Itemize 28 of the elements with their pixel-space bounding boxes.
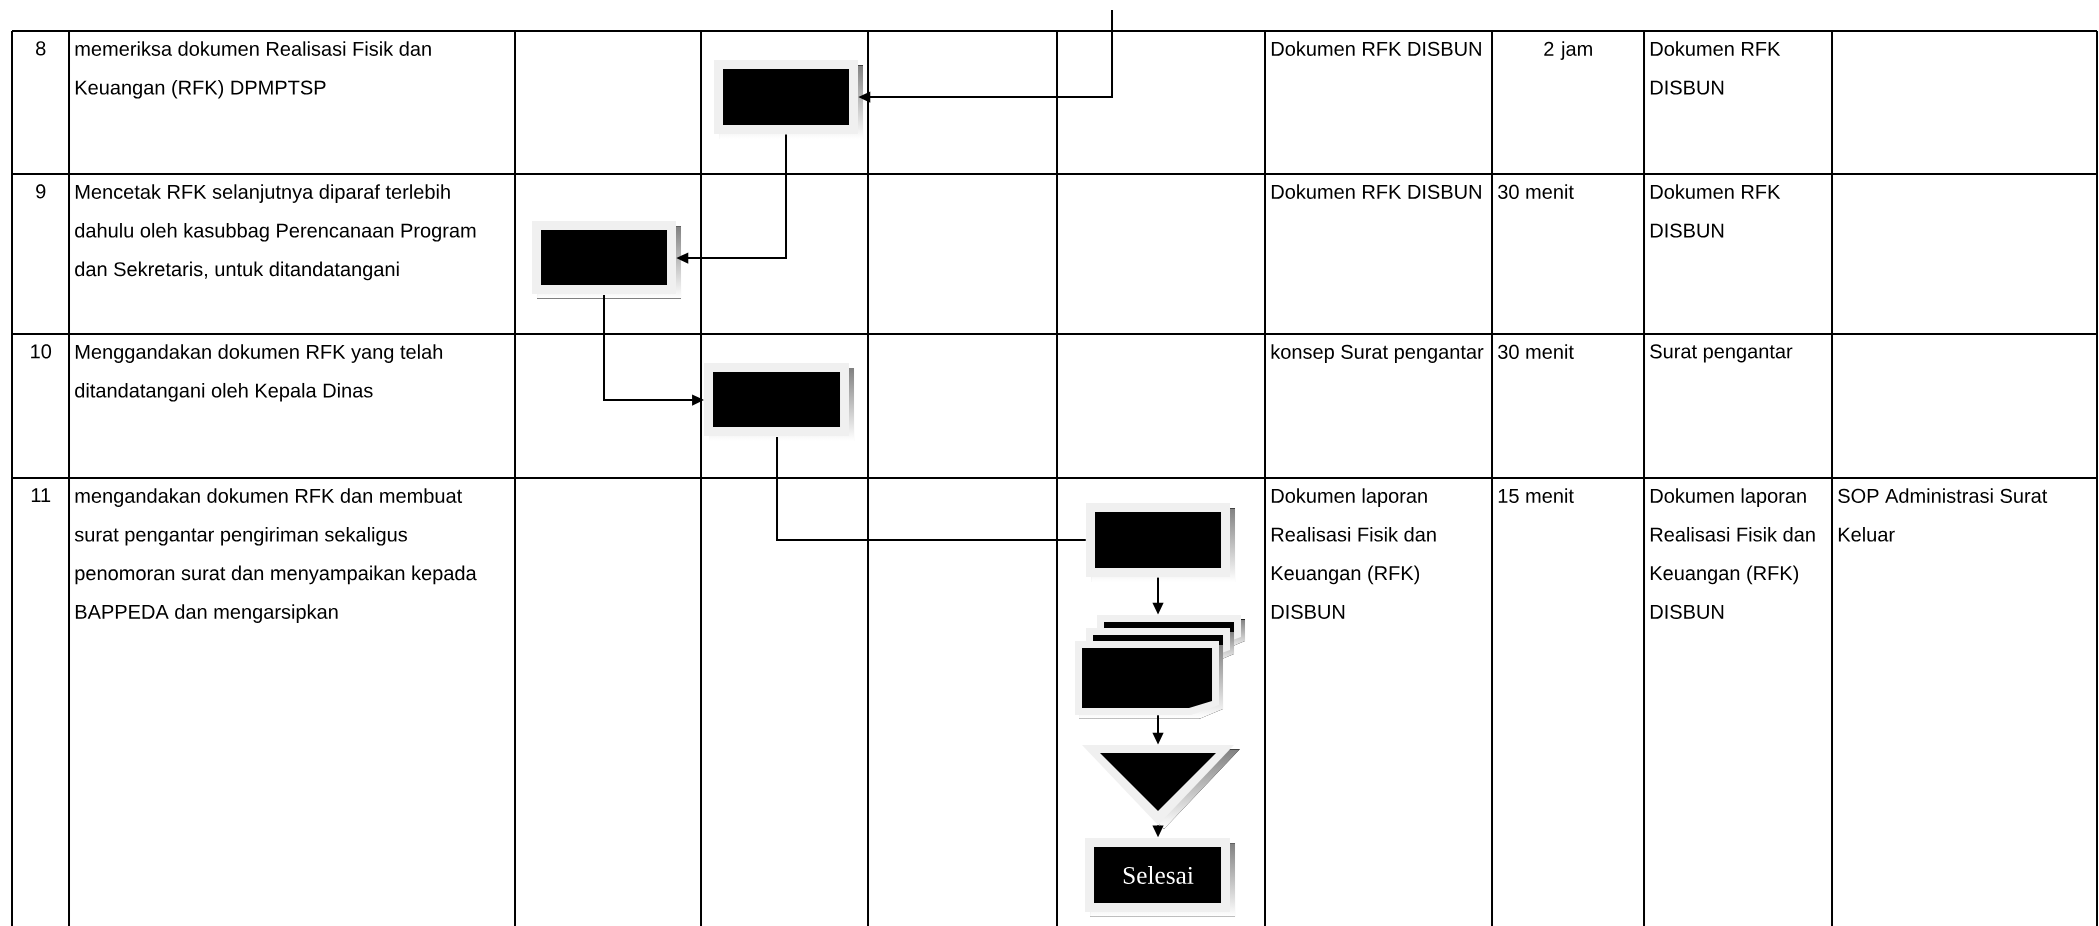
step-description: memeriksa dokumen Realisasi Fisik dan Keuangan (RFK) DPMPTSP bbox=[75, 41, 431, 99]
process-box bbox=[704, 363, 854, 441]
step-number: 10 bbox=[31, 344, 52, 359]
end-box: Selesai bbox=[1085, 838, 1235, 917]
time-text: 2 jam bbox=[1544, 41, 1592, 60]
step-description: Menggandakan dokumen RFK yang telah ditandatangani oleh Kepala Dinas bbox=[75, 344, 443, 402]
table-text: Surat pengantar bbox=[1650, 344, 1793, 363]
table-text: SOP Administrasi Surat Keluar bbox=[1838, 488, 2048, 542]
time-text: 15 menit bbox=[1498, 488, 1574, 503]
time-text: 30 menit bbox=[1498, 344, 1574, 359]
table-text: Dokumen RFK DISBUN bbox=[1650, 41, 1781, 95]
time-text: 30 menit bbox=[1498, 184, 1574, 199]
table-text: Dokumen RFK DISBUN bbox=[1650, 184, 1781, 238]
table-text: Dokumen RFK DISBUN bbox=[1271, 41, 1481, 56]
archive-triangle bbox=[1082, 745, 1240, 829]
process-box bbox=[1086, 503, 1235, 582]
table-text: Dokumen RFK DISBUN bbox=[1271, 184, 1481, 199]
step-number: 8 bbox=[36, 41, 46, 56]
table-text: Dokumen laporan Realisasi Fisik dan Keuangan (RFK) DISBUN bbox=[1650, 488, 1815, 619]
step-description: mengandakan dokumen RFK dan membuat surat pengantar pengiriman sekaligus penomoran surat dan menyampaikan kepada BAPPEDA dan mengarsipkan bbox=[74, 488, 477, 623]
table-text: konsep Surat pengantar bbox=[1271, 344, 1484, 363]
step-description: Mencetak RFK selanjutnya diparaf terlebih dahulu oleh kasubbag Perencanaan Program dan Sekretaris, untuk ditandatangani bbox=[75, 184, 476, 281]
table-text: Dokumen laporan Realisasi Fisik dan Keuangan (RFK) DISBUN bbox=[1271, 488, 1436, 619]
process-box bbox=[532, 221, 681, 299]
step-number: 11 bbox=[31, 488, 51, 503]
multi-document-box bbox=[1075, 615, 1245, 719]
process-box bbox=[714, 60, 863, 139]
step-number: 9 bbox=[36, 184, 46, 199]
